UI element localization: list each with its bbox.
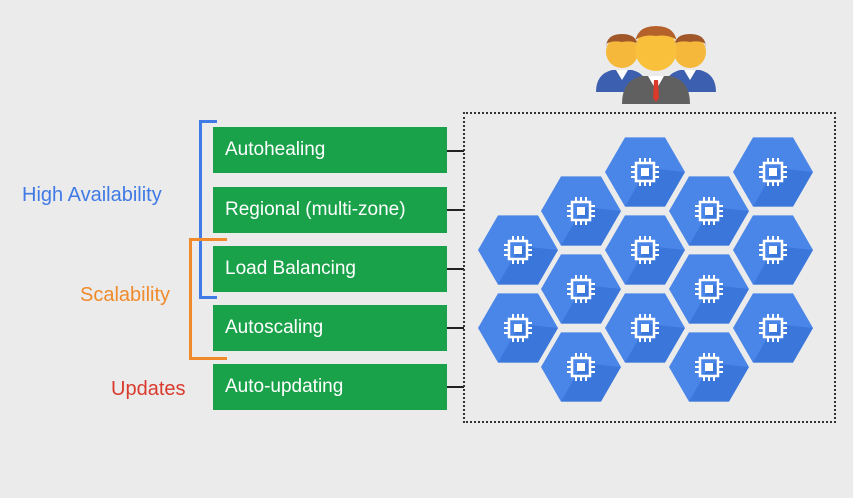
connector-autohealing (447, 150, 464, 152)
instance-group-boundary (463, 112, 836, 423)
connector-load-balancing (447, 268, 464, 270)
vm-instance-hexagon (669, 332, 749, 402)
vm-instance-hexagon (733, 293, 813, 363)
compute-engine-chip-icon (631, 158, 659, 186)
category-high-availability: High Availability (22, 184, 162, 206)
feature-regional: Regional (multi-zone) (213, 187, 447, 233)
feature-auto-updating: Auto-updating (213, 364, 447, 410)
vm-instance-hexagon (605, 293, 685, 363)
user-left-icon (596, 34, 648, 92)
vm-instance-hexagon (733, 215, 813, 285)
user-center-icon (622, 26, 690, 104)
feature-autoscaling: Autoscaling (213, 305, 447, 351)
category-scalability: Scalability (80, 284, 171, 306)
vm-instance-hexagon (733, 137, 813, 207)
feature-load-balancing: Load Balancing (213, 246, 447, 292)
vm-instance-hexagon (669, 254, 749, 324)
compute-engine-chip-icon (759, 236, 787, 264)
vm-instances (478, 137, 813, 402)
vm-instance-hexagon (541, 332, 621, 402)
vm-instance-hexagon (478, 293, 558, 363)
vm-instance-hexagon (605, 137, 685, 207)
compute-engine-chip-icon (759, 314, 787, 342)
compute-engine-chip-icon (695, 275, 723, 303)
connector-autoscaling (447, 327, 464, 329)
connector-auto-updating (447, 386, 464, 388)
category-updates: Updates (111, 378, 186, 400)
users-group-icon (596, 26, 716, 104)
vm-instance-hexagon (669, 176, 749, 246)
vm-instance-hexagon (541, 254, 621, 324)
vm-instance-hexagon (605, 215, 685, 285)
high-availability-bracket (199, 120, 217, 299)
vm-instance-hexagon (478, 215, 558, 285)
compute-engine-chip-icon (504, 314, 532, 342)
feature-autohealing: Autohealing (213, 127, 447, 173)
compute-engine-chip-icon (504, 236, 532, 264)
compute-engine-chip-icon (631, 236, 659, 264)
compute-engine-chip-icon (695, 353, 723, 381)
compute-engine-chip-icon (631, 314, 659, 342)
compute-engine-chip-icon (759, 158, 787, 186)
compute-engine-chip-icon (567, 353, 595, 381)
compute-engine-chip-icon (567, 275, 595, 303)
compute-engine-chip-icon (695, 197, 723, 225)
scalability-bracket (189, 238, 227, 360)
connector-regional (447, 209, 464, 211)
compute-engine-chip-icon (567, 197, 595, 225)
vm-instance-hexagon (541, 176, 621, 246)
